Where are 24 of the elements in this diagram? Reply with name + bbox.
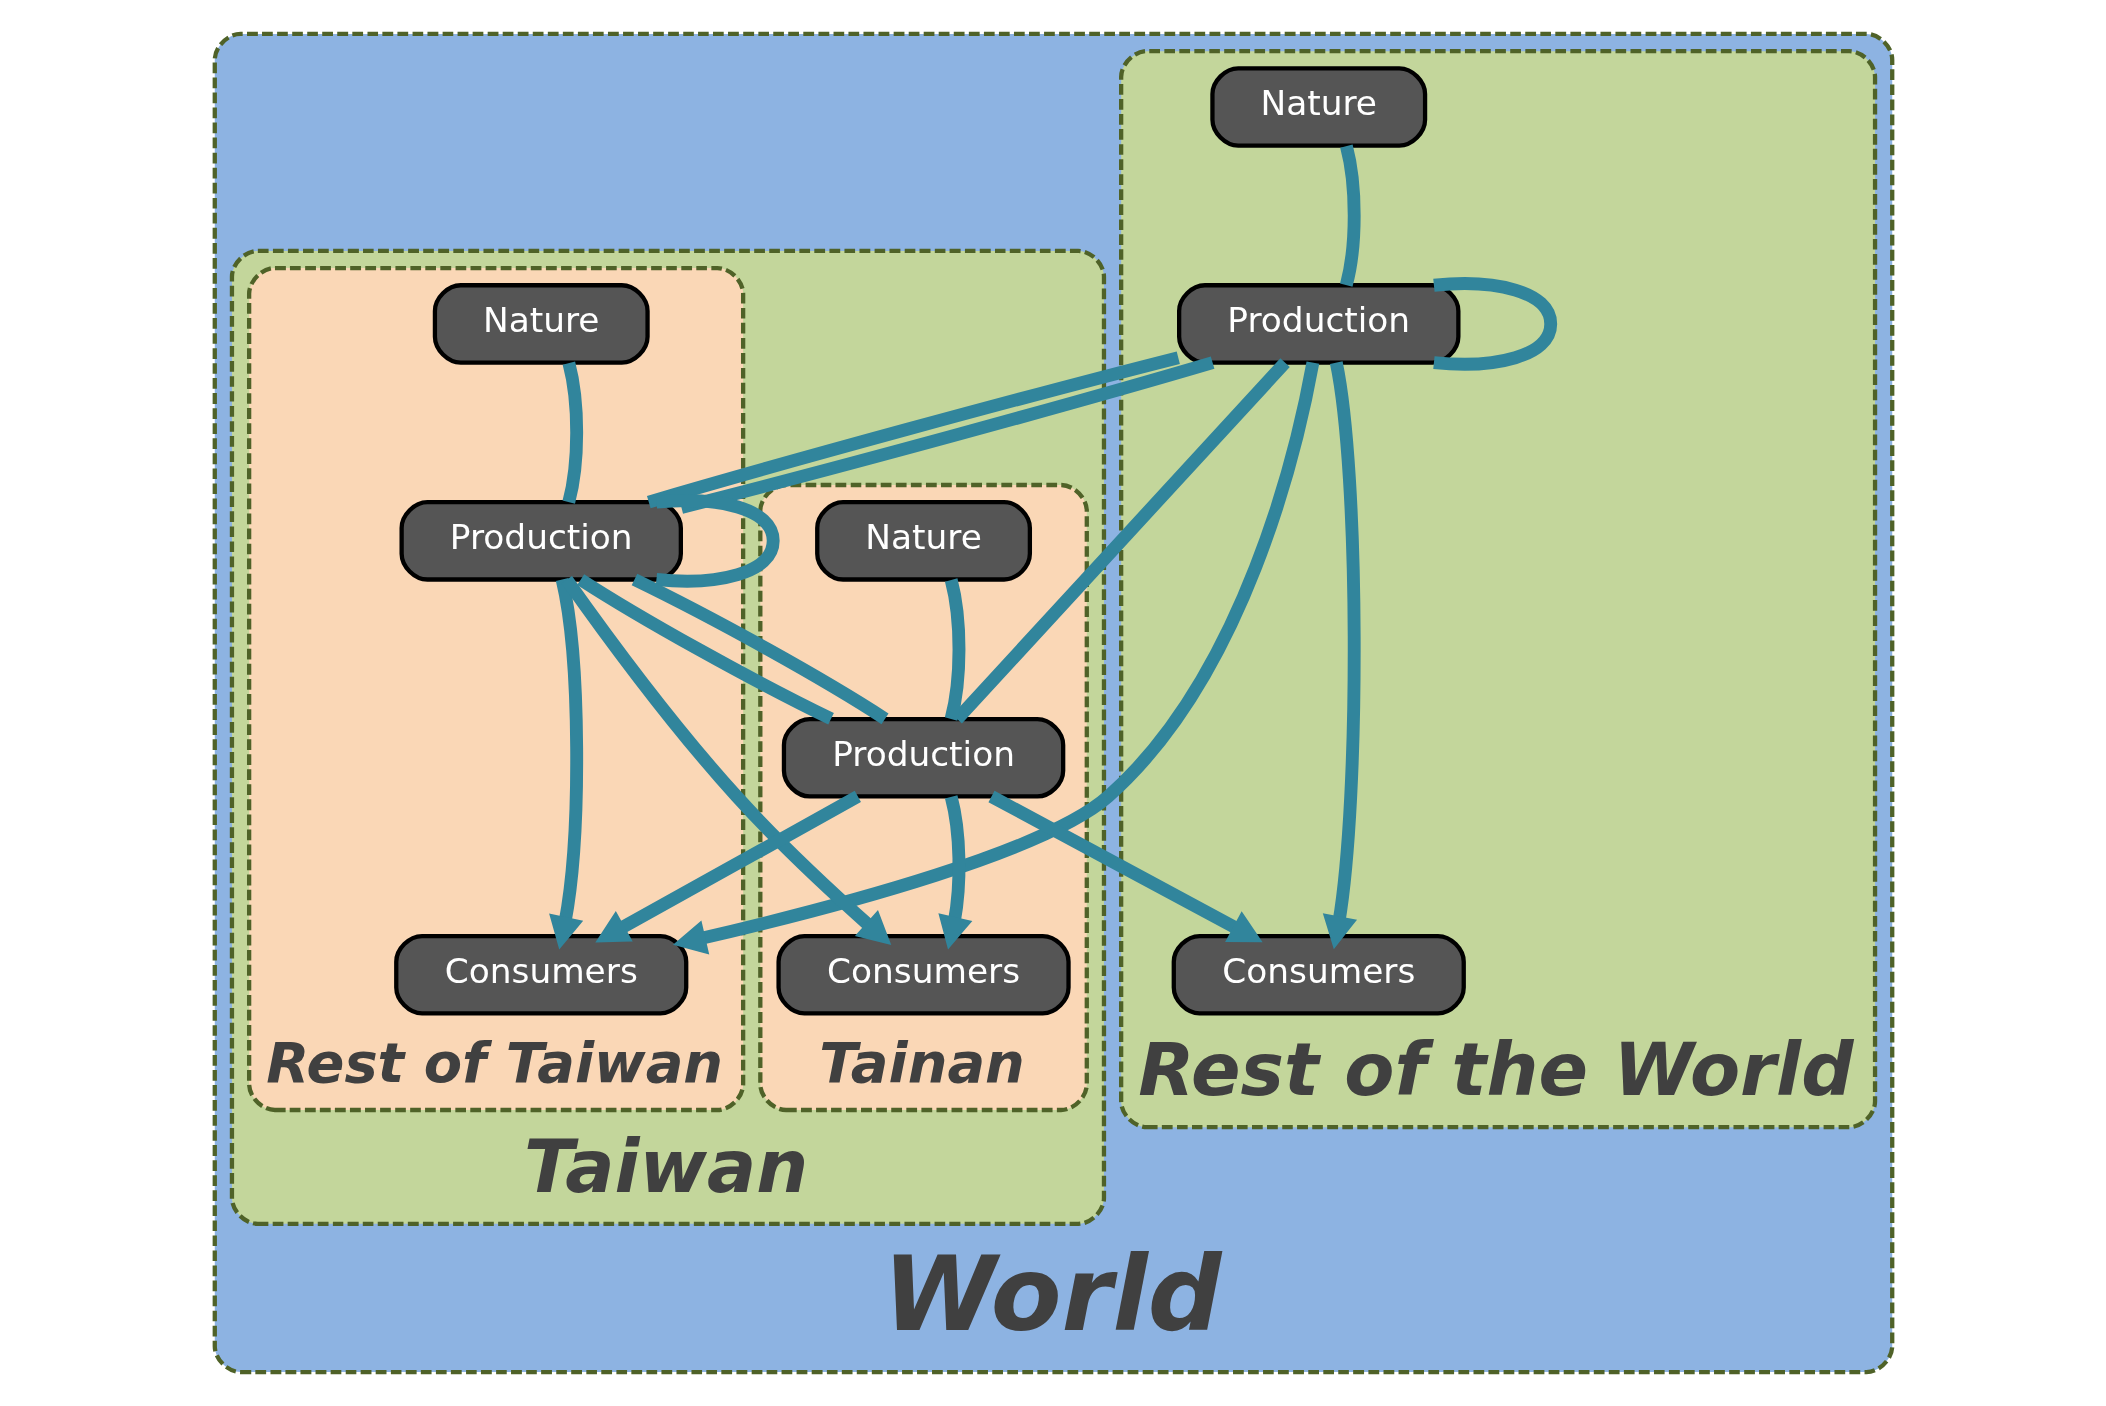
node-box: Production [781, 716, 1065, 799]
connector [576, 574, 834, 725]
arrow [548, 578, 583, 950]
node-box: Consumers [1171, 933, 1466, 1016]
connector [679, 356, 1214, 514]
connector [944, 578, 965, 721]
arrow [1322, 361, 1361, 950]
connector [1432, 277, 1557, 371]
node-box: Consumers [393, 933, 688, 1016]
node-box: Production [399, 500, 683, 582]
connector [631, 573, 888, 725]
arrow [594, 790, 861, 943]
node-box: Nature [814, 500, 1032, 582]
connector [655, 494, 780, 588]
node-box: Production [1176, 283, 1460, 365]
connector [1339, 144, 1361, 287]
node-box: Nature [432, 283, 650, 365]
arrow [937, 795, 972, 950]
connector [646, 351, 1180, 509]
arrow [987, 790, 1263, 943]
node-box: Consumers [775, 933, 1071, 1016]
node-box: Nature [1209, 66, 1427, 148]
arrow [672, 361, 1319, 955]
connector [562, 361, 583, 504]
